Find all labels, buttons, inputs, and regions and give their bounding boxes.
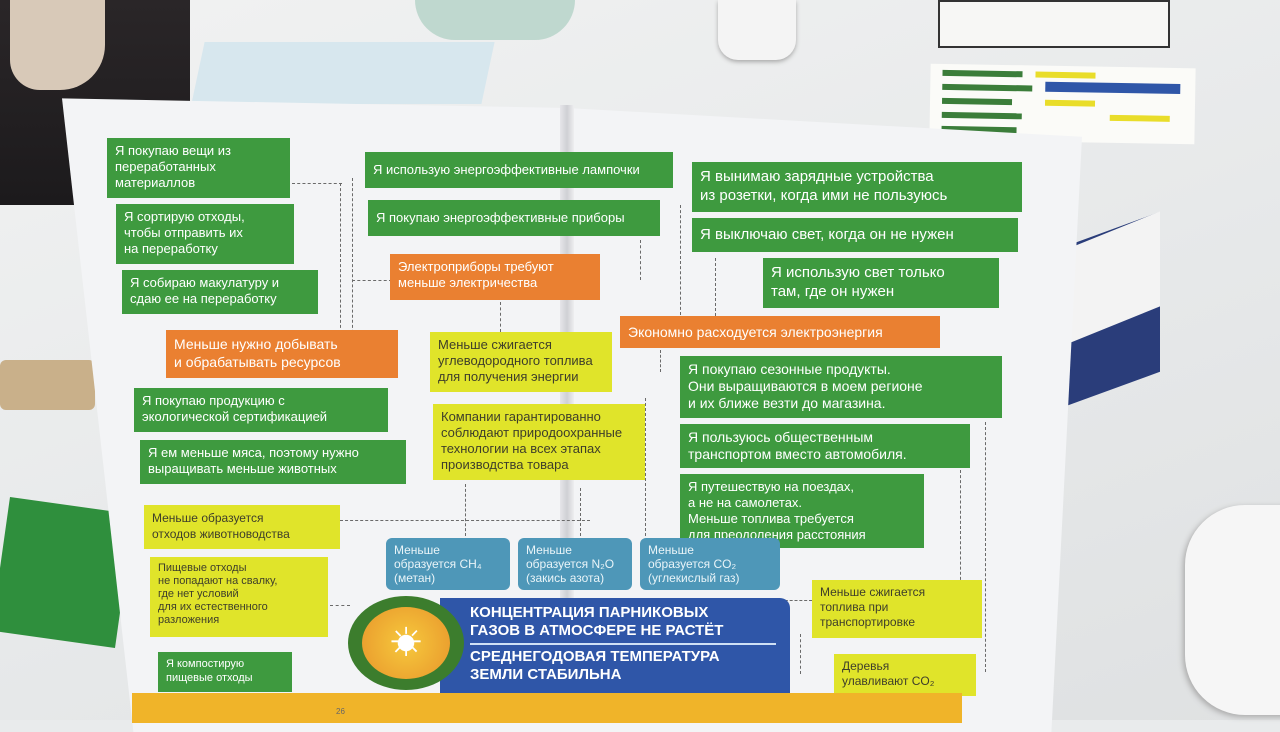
action-light-where-needed: Я использую свет только там, где он нуже… xyxy=(763,258,999,308)
effect-trees-capture-co2: Деревья улавливают CO₂ xyxy=(834,654,976,696)
sun-emblem: ☀ xyxy=(348,596,464,690)
result-greenhouse-gases: КОНЦЕНТРАЦИЯ ПАРНИКОВЫХ ГАЗОВ В АТМОСФЕР… xyxy=(470,604,724,639)
action-efficient-appliances: Я покупаю энергоэффективные приборы xyxy=(368,200,660,236)
action-recycled-goods: Я покупаю вещи из переработанных материа… xyxy=(107,138,290,198)
action-sort-waste: Я сортирую отходы, чтобы отправить их на… xyxy=(116,204,294,264)
page-number: 26 xyxy=(336,707,345,716)
action-compost: Я компостирую пищевые отходы xyxy=(158,652,292,692)
banner-divider xyxy=(470,643,776,645)
gas-co2: Меньше образуется CO₂ (углекислый газ) xyxy=(640,538,780,590)
action-collect-paper: Я собираю макулатуру и сдаю ее на перера… xyxy=(122,270,318,314)
action-public-transport: Я пользуюсь общественным транспортом вме… xyxy=(680,424,970,468)
effect-less-transport-fuel: Меньше сжигается топлива при транспортир… xyxy=(812,580,982,638)
action-seasonal-products: Я покупаю сезонные продукты. Они выращив… xyxy=(680,356,1002,418)
action-less-meat: Я ем меньше мяса, поэтому нужно выращива… xyxy=(140,440,406,484)
effect-less-livestock-waste: Меньше образуется отходов животноводства xyxy=(144,505,340,549)
sun-icon: ☀ xyxy=(362,607,450,679)
action-travel-by-train: Я путешествую на поездах, а не на самоле… xyxy=(680,474,924,548)
person-arm xyxy=(10,0,105,90)
gas-methane: Меньше образуется CH₄ (метан) xyxy=(386,538,510,590)
gas-nitrous-oxide: Меньше образуется N₂O (закись азота) xyxy=(518,538,632,590)
effect-green-production: Компании гарантированно соблюдают природ… xyxy=(433,404,645,480)
effect-appliances-less-power: Электроприборы требуют меньше электричес… xyxy=(390,254,600,300)
effect-less-fuel-burned: Меньше сжигается углеводородного топлива… xyxy=(430,332,612,392)
action-efficient-bulbs: Я использую энергоэффективные лампочки xyxy=(365,152,673,188)
action-unplug-chargers: Я вынимаю зарядные устройства из розетки… xyxy=(692,162,1022,212)
effect-less-resources: Меньше нужно добывать и обрабатывать рес… xyxy=(166,330,398,378)
bowl xyxy=(415,0,575,40)
result-temperature-stable: СРЕДНЕГОДОВАЯ ТЕМПЕРАТУРА ЗЕМЛИ СТАБИЛЬН… xyxy=(470,648,720,683)
leaflet xyxy=(191,42,495,104)
effect-food-waste-landfill: Пищевые отходы не попадают на свалку, гд… xyxy=(150,557,328,637)
bread xyxy=(0,360,95,410)
cup xyxy=(718,0,796,60)
action-eco-certified: Я покупаю продукцию с экологической серт… xyxy=(134,388,388,432)
action-turn-off-lights: Я выключаю свет, когда он не нужен xyxy=(692,218,1018,252)
page-bottom-bar xyxy=(132,693,962,723)
effect-save-electricity: Экономно расходуется электроэнергия xyxy=(620,316,940,348)
paper-sheet xyxy=(938,0,1170,48)
cup-bottom-right xyxy=(1185,505,1280,715)
